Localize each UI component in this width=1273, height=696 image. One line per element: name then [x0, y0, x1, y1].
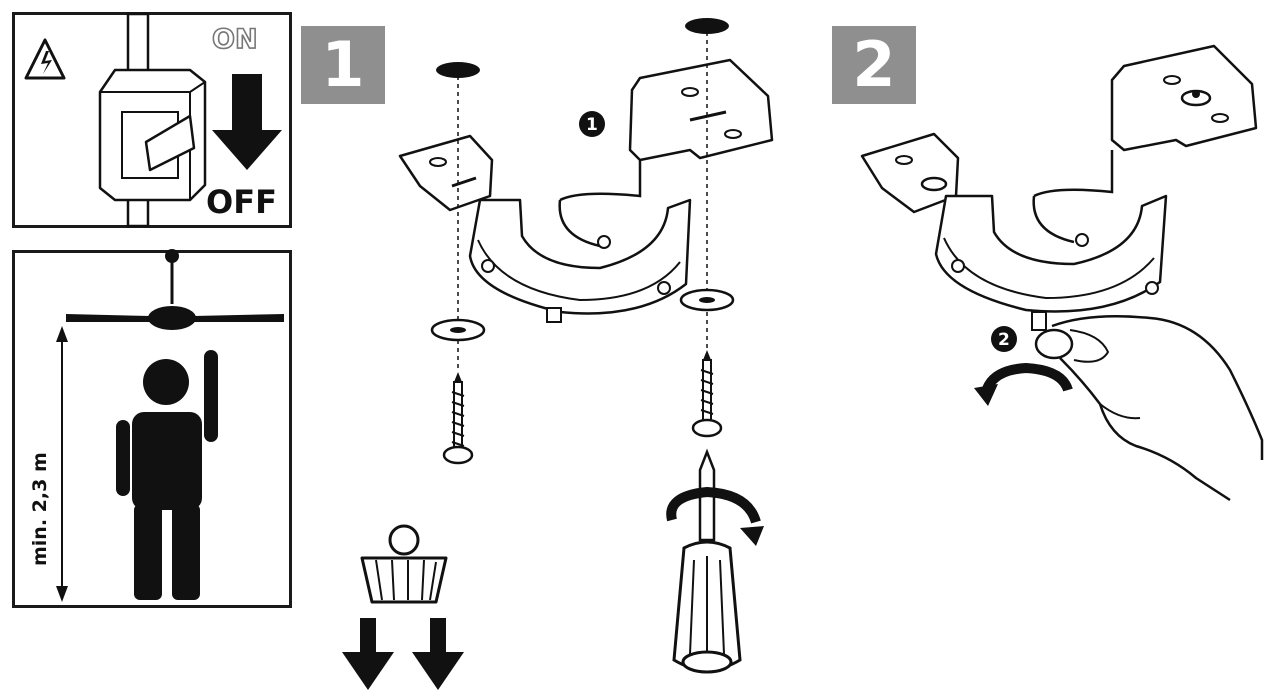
person-icon — [116, 350, 218, 600]
screw-icon — [442, 350, 723, 465]
callout-2: 2 — [991, 326, 1017, 352]
ceiling-fan-icon — [66, 249, 284, 330]
ceiling-hole-marks — [436, 18, 729, 78]
rotate-arrow-icon-step2 — [974, 362, 1073, 406]
canopy-cap-icon — [360, 524, 448, 604]
height-label: min. 2,3 m — [29, 452, 51, 566]
down-arrows-icon — [342, 618, 464, 690]
callout-1: 1 — [579, 111, 605, 137]
high-voltage-icon — [24, 38, 66, 80]
screwdriver-icon — [672, 448, 742, 674]
height-dimension-line — [56, 326, 68, 602]
hand-icon — [1034, 314, 1264, 502]
mounting-bracket-icon — [398, 58, 774, 323]
step-2-badge: 2 — [832, 26, 916, 104]
washer-icon — [430, 288, 735, 342]
mounting-bracket-icon-step2 — [860, 44, 1258, 331]
step-1-badge: 1 — [301, 26, 385, 104]
off-label: OFF — [206, 183, 277, 221]
on-label: ON — [212, 24, 258, 55]
svg-text:2: 2 — [998, 330, 1010, 350]
circuit-breaker-icon — [98, 68, 207, 202]
svg-text:1: 1 — [586, 115, 598, 135]
down-arrow-icon — [212, 74, 282, 170]
rotate-arrow-icon — [666, 486, 764, 546]
